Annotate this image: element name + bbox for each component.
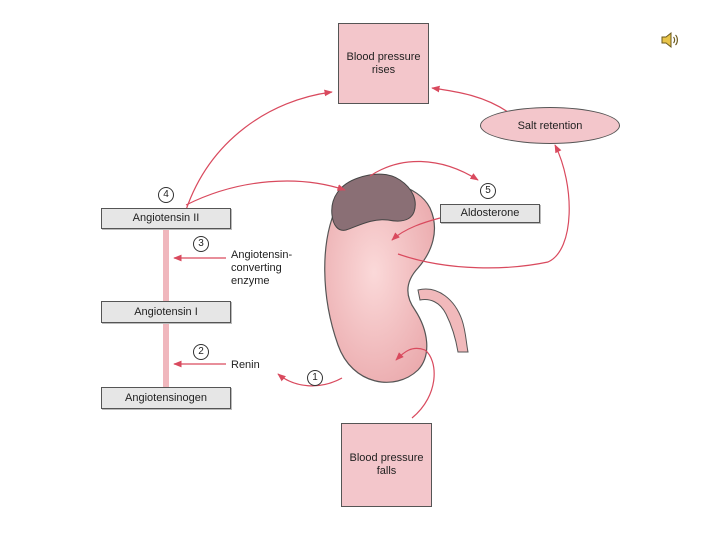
angiotensinogen-label: Angiotensinogen [125,391,207,404]
salt-retention-oval: Salt retention [480,107,620,144]
adrenal-gland-illustration [331,173,416,231]
speaker-icon[interactable] [659,29,681,51]
step-2-marker: 2 [193,344,209,360]
angiotensin-ii-label: Angiotensin II [132,212,200,224]
blood-pressure-rises-box: Blood pressure rises [338,23,429,104]
aldosterone-box: Aldosterone [440,204,540,223]
blood-pressure-falls-label: Blood pressure falls [349,452,424,477]
aldosterone-label: Aldosterone [460,207,520,219]
ace-label: Angiotensin-converting enzyme [231,249,293,287]
blood-pressure-falls-box: Blood pressure falls [341,423,432,507]
angiotensin-ii-box: Angiotensin II [101,208,231,229]
arrows [173,85,570,419]
angiotensin-i-label: Angiotensin I [134,305,198,318]
salt-retention-label: Salt retention [517,119,583,132]
renin-label: Renin [231,359,260,371]
step-5-marker: 5 [480,183,496,199]
blood-pressure-rises-label: Blood pressure rises [346,50,421,76]
kidney-illustration [324,182,469,383]
angiotensinogen-box: Angiotensinogen [101,387,231,409]
step-3-marker: 3 [193,236,209,252]
step-4-marker: 4 [158,187,174,203]
step-1-marker: 1 [307,370,323,386]
angiotensin-i-box: Angiotensin I [101,301,231,323]
